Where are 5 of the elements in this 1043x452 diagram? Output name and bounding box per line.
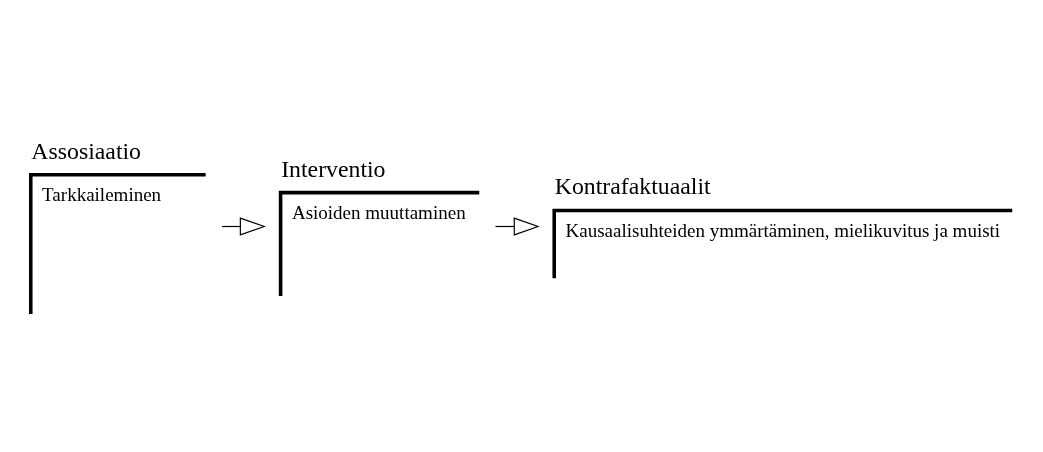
arrow — [494, 216, 540, 236]
node-text: Interventio Asioiden muuttaminen — [281, 155, 466, 223]
node-text: Assosiaatio Tarkkaileminen — [31, 137, 162, 205]
arrow — [221, 216, 266, 236]
node-text: Kontrafaktuaalit Kausaalisuhteiden ymmärtäminen, mielikuvitus ja muisti — [554, 172, 1001, 241]
